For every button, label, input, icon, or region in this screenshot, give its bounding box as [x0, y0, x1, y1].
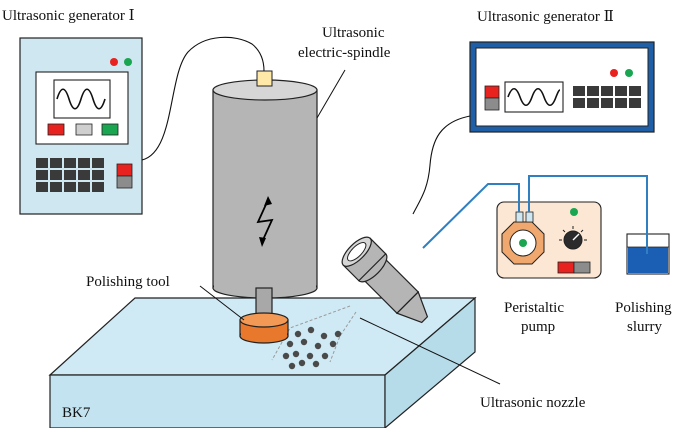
cable-generator-2-to-nozzle — [412, 115, 471, 215]
spindle-body — [212, 89, 318, 289]
generator-2-keypad — [573, 86, 641, 108]
ultrasonic-generator-1 — [19, 37, 143, 215]
generator-2-red-led — [610, 69, 618, 77]
pump-switch-gray — [573, 261, 591, 274]
generator-2-switch-top — [484, 85, 500, 99]
generator-1-switch-top — [116, 163, 133, 177]
spindle-label-line1: Ultrasonic — [322, 25, 385, 41]
generator-1-switch-bottom — [116, 175, 133, 189]
pump-rotor-hub — [519, 239, 527, 247]
spindle-label-line2: electric-spindle — [298, 45, 391, 61]
generator-2-label: Ultrasonic generator Ⅱ — [477, 9, 614, 25]
pump-label-line1: Peristaltic — [504, 300, 564, 316]
cable-generator-1-to-spindle — [141, 36, 265, 161]
tube-pump-to-nozzle — [422, 183, 520, 249]
ultrasonic-generator-2 — [469, 41, 655, 133]
speed-knob-icon — [559, 226, 587, 250]
leader-spindle — [316, 69, 346, 119]
ultrasonic-bolt-icon — [256, 196, 274, 247]
workpiece-front-face — [49, 374, 386, 428]
generator-1-green-button — [101, 123, 119, 136]
leader-polishing-tool — [199, 285, 245, 321]
pump-label-line2: pump — [521, 319, 555, 335]
slurry-label-line1: Polishing — [615, 300, 672, 316]
spray-edge-right — [329, 311, 357, 363]
peristaltic-pump — [496, 201, 602, 279]
sine-wave-icon-2 — [507, 87, 561, 107]
nozzle-label: Ultrasonic nozzle — [480, 395, 586, 411]
generator-1-keypad — [36, 158, 104, 192]
ultrasonic-nozzle — [341, 236, 429, 324]
spindle-connector — [256, 70, 273, 87]
pump-status-led — [570, 208, 578, 216]
nozzle-tip — [395, 290, 429, 324]
bk7-label: BK7 — [62, 405, 91, 421]
tube-slurry-to-pump — [528, 175, 648, 254]
workpiece-side-face — [384, 296, 476, 428]
slurry-label-line2: slurry — [627, 319, 662, 335]
generator-1-red-led — [110, 58, 118, 66]
generator-1-waveform-screen — [53, 79, 111, 119]
spray-edge-left — [271, 305, 351, 361]
generator-2-green-led — [625, 69, 633, 77]
generator-1-red-button — [47, 123, 65, 136]
polishing-tool-label: Polishing tool — [86, 274, 170, 290]
ultrasonic-spindle — [212, 70, 318, 323]
abrasive-particles — [282, 326, 342, 370]
generator-1-label: Ultrasonic generator Ⅰ — [2, 8, 135, 24]
pump-outlet — [525, 211, 534, 223]
polishing-tool — [239, 312, 289, 344]
pump-inlet — [515, 211, 524, 223]
generator-2-switch-bottom — [484, 97, 500, 111]
slurry-spray — [271, 305, 357, 370]
generator-1-gray-button — [75, 123, 93, 136]
generator-1-green-led — [124, 58, 132, 66]
leader-ultrasonic-nozzle — [359, 317, 501, 385]
pump-switch-red — [557, 261, 575, 274]
generator-2-waveform-screen — [504, 81, 564, 113]
sine-wave-icon — [56, 88, 106, 110]
